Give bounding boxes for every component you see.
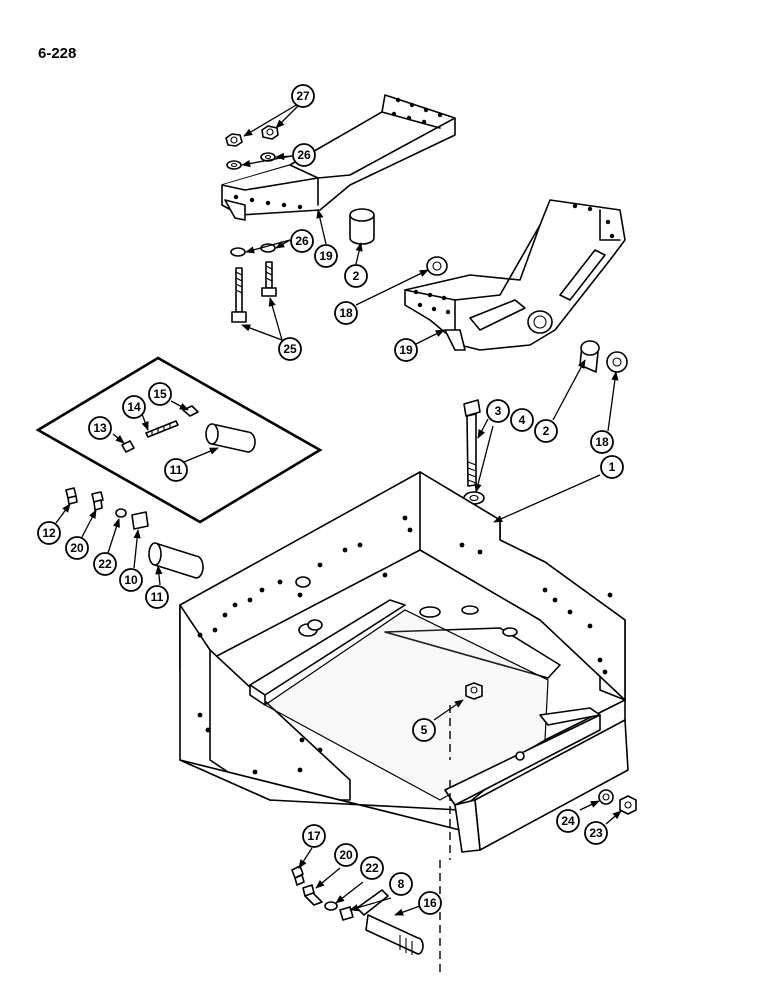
- callout-10: 10: [119, 568, 143, 592]
- fitting-12: [65, 487, 78, 505]
- callout-20: 20: [334, 843, 358, 867]
- svg-text:2: 2: [353, 269, 360, 283]
- svg-text:12: 12: [42, 526, 56, 540]
- svg-text:18: 18: [339, 306, 353, 320]
- screw-20-left: [91, 491, 104, 511]
- callout-15: 15: [148, 382, 172, 406]
- fitting-17: [291, 865, 305, 886]
- callout-20: 20: [65, 536, 89, 560]
- pin-11-loose: [148, 542, 204, 579]
- callout-27: 27: [291, 84, 315, 108]
- callout-17: 17: [302, 824, 326, 848]
- washer-26-lower-left: [230, 247, 246, 257]
- callout-8: 8: [389, 872, 413, 896]
- callout-23: 23: [584, 821, 608, 845]
- svg-text:4: 4: [519, 413, 526, 427]
- callout-4: 4: [510, 408, 534, 432]
- service-kit-panel: [35, 356, 323, 524]
- callout-2: 2: [344, 264, 368, 288]
- svg-text:16: 16: [423, 896, 437, 910]
- callout-2: 2: [534, 419, 558, 443]
- upper-bracket-right: [404, 199, 626, 351]
- callout-26: 26: [290, 229, 314, 253]
- svg-text:11: 11: [170, 463, 183, 477]
- upper-bracket-left: [221, 94, 456, 221]
- callout-11: 11: [145, 585, 169, 609]
- callout-3: 3: [486, 399, 510, 423]
- svg-text:1: 1: [609, 460, 616, 474]
- bushing-2-upper: [349, 208, 375, 245]
- callout-1: 1: [600, 455, 624, 479]
- svg-text:13: 13: [93, 421, 107, 435]
- washer-22-left: [115, 508, 127, 518]
- callout-22: 22: [360, 856, 384, 880]
- svg-text:14: 14: [127, 400, 141, 414]
- callout-14: 14: [122, 395, 146, 419]
- svg-text:17: 17: [307, 829, 321, 843]
- callout-11: 11: [164, 458, 188, 482]
- callout-13: 13: [88, 416, 112, 440]
- svg-text:25: 25: [283, 342, 297, 356]
- svg-text:20: 20: [70, 541, 84, 555]
- nut-8: [339, 906, 354, 921]
- callout-18: 18: [590, 430, 614, 454]
- bolt-25-pair: [231, 261, 277, 323]
- main-frame: [179, 471, 629, 853]
- svg-text:27: 27: [296, 89, 310, 103]
- svg-text:2: 2: [543, 424, 550, 438]
- washer-24: [598, 789, 614, 805]
- pin-16: [356, 889, 424, 955]
- callout-5: 5: [412, 718, 436, 742]
- callout-24: 24: [556, 809, 580, 833]
- callout-18: 18: [334, 301, 358, 325]
- svg-text:10: 10: [124, 573, 138, 587]
- leader-lines: [55, 103, 622, 916]
- bolt-3: [463, 399, 481, 487]
- screw-20-lower: [302, 884, 323, 906]
- callout-25: 25: [278, 337, 302, 361]
- block-10: [131, 511, 149, 530]
- svg-text:26: 26: [295, 234, 309, 248]
- svg-text:11: 11: [151, 590, 164, 604]
- bushing-2-right: [579, 340, 600, 373]
- callout-12: 12: [37, 521, 61, 545]
- svg-text:8: 8: [398, 877, 405, 891]
- svg-text:19: 19: [399, 343, 413, 357]
- svg-text:15: 15: [153, 387, 167, 401]
- callout-26: 26: [292, 143, 316, 167]
- svg-text:23: 23: [589, 826, 603, 840]
- nut-5: [465, 682, 483, 700]
- washer-26-pair: [226, 152, 276, 170]
- nut-23: [619, 795, 637, 815]
- svg-text:5: 5: [421, 723, 428, 737]
- svg-text:18: 18: [595, 435, 609, 449]
- nut-27-pair: [225, 125, 279, 147]
- svg-text:26: 26: [297, 148, 311, 162]
- svg-text:3: 3: [495, 404, 502, 418]
- washer-18-right: [606, 351, 628, 373]
- svg-text:22: 22: [98, 557, 112, 571]
- callout-16: 16: [418, 891, 442, 915]
- washer-18-upper: [426, 256, 448, 276]
- svg-text:19: 19: [319, 249, 333, 263]
- callout-19: 19: [314, 244, 338, 268]
- washer-22-lower: [324, 901, 338, 911]
- callout-22: 22: [93, 552, 117, 576]
- svg-text:22: 22: [365, 861, 379, 875]
- svg-text:24: 24: [561, 814, 575, 828]
- callout-19: 19: [394, 338, 418, 362]
- page-number: 6-228: [38, 45, 77, 62]
- svg-text:20: 20: [339, 848, 353, 862]
